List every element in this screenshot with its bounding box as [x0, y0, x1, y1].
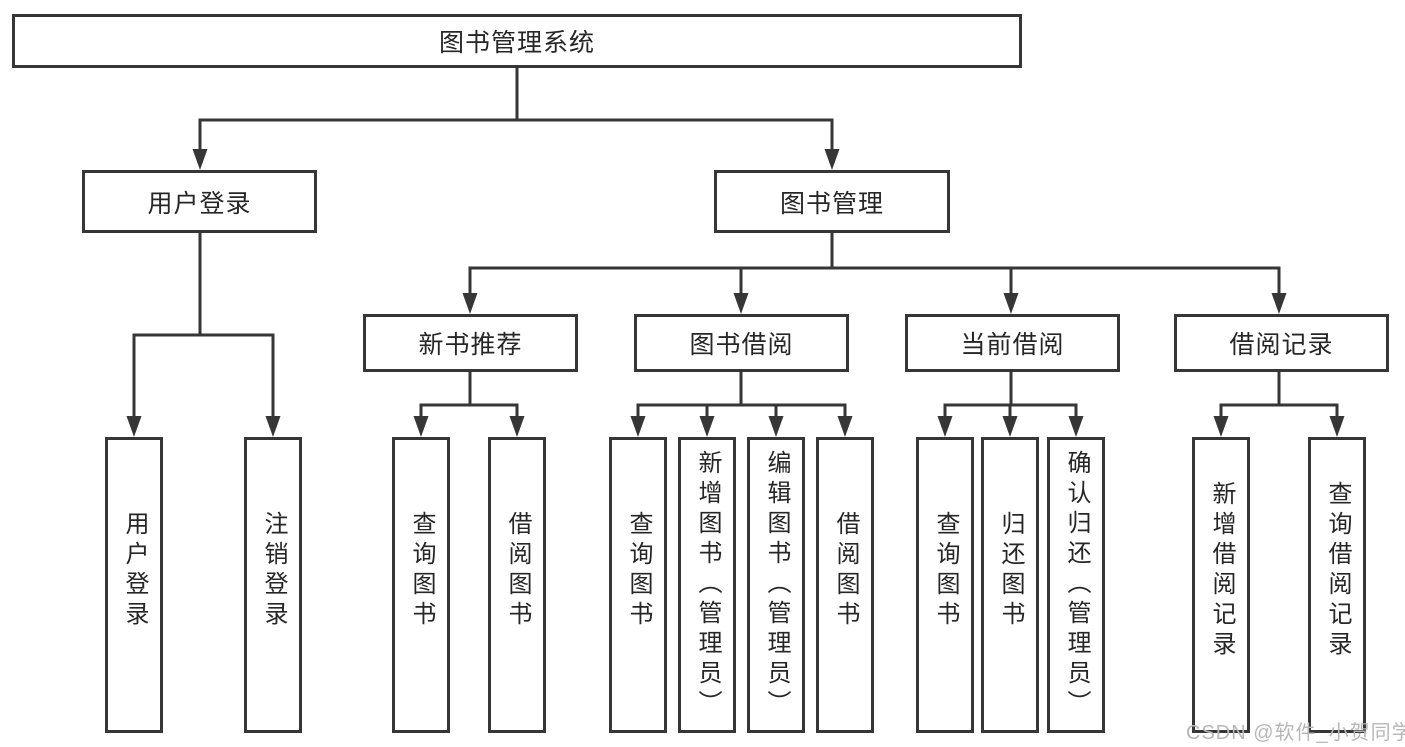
leaf-add-books-admin: 新增图书（管理员）	[678, 437, 736, 733]
leaf-query-borrow-record: 查询借阅记录	[1308, 437, 1366, 733]
node-label: 图书管理	[779, 189, 884, 218]
leaf-user-login: 用户登录	[105, 437, 163, 733]
leaf-borrow-books: 借阅图书	[488, 437, 546, 733]
leaf-label: 借阅图书	[832, 511, 859, 631]
node-label: 图书管理系统	[438, 29, 595, 57]
leaf-logout: 注销登录	[244, 437, 302, 733]
leaf-label: 新增图书（管理员）	[694, 450, 721, 720]
node-label: 借阅记录	[1229, 331, 1334, 359]
node-library-management-system: 图书管理系统	[12, 14, 1022, 68]
leaf-edit-books-admin: 编辑图书（管理员）	[747, 437, 805, 733]
csdn-watermark: CSDN @软件_小贺同学	[1186, 722, 1405, 744]
leaf-query-books: 查询图书	[916, 437, 974, 733]
node-current-borrowing: 当前借阅	[905, 314, 1120, 372]
node-new-book-recommend: 新书推荐	[363, 314, 578, 372]
node-user-login: 用户登录	[82, 170, 317, 233]
leaf-label: 注销登录	[260, 511, 287, 631]
leaf-label: 新增借阅记录	[1208, 481, 1235, 661]
node-borrowing-records: 借阅记录	[1174, 314, 1389, 372]
node-book-borrowing: 图书借阅	[634, 314, 849, 372]
leaf-confirm-return-admin: 确认归还（管理员）	[1047, 437, 1105, 733]
node-label: 图书借阅	[689, 331, 794, 359]
leaf-label: 查询图书	[625, 511, 652, 631]
leaf-return-books: 归还图书	[981, 437, 1039, 733]
leaf-label: 查询借阅记录	[1324, 481, 1351, 661]
leaf-label: 归还图书	[997, 511, 1024, 631]
node-label: 新书推荐	[418, 331, 523, 359]
arrowhead-icons	[126, 149, 1345, 437]
node-book-management: 图书管理	[714, 170, 950, 233]
leaf-label: 借阅图书	[504, 511, 531, 631]
leaf-label: 编辑图书（管理员）	[763, 450, 790, 720]
node-label: 当前借阅	[960, 331, 1065, 359]
node-label: 用户登录	[147, 189, 252, 218]
leaf-add-borrow-record: 新增借阅记录	[1192, 437, 1250, 733]
leaf-label: 查询图书	[408, 511, 435, 631]
leaf-label: 查询图书	[932, 511, 959, 631]
leaf-query-books: 查询图书	[392, 437, 450, 733]
leaf-query-books: 查询图书	[609, 437, 667, 733]
leaf-label: 确认归还（管理员）	[1063, 450, 1090, 720]
leaf-borrow-books: 借阅图书	[816, 437, 874, 733]
leaf-label: 用户登录	[121, 511, 148, 631]
